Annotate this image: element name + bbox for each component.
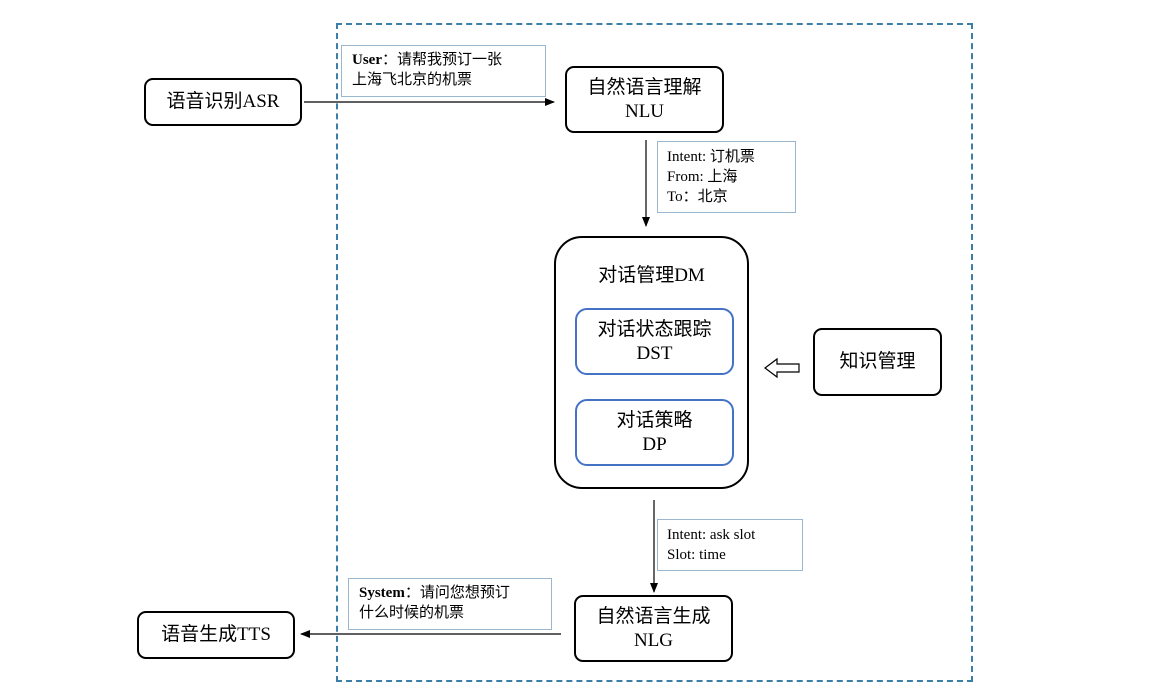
nlu-box: 自然语言理解 NLU (565, 66, 724, 133)
nlu-output-note: Intent: 订机票 From: 上海 To：北京 (657, 141, 796, 213)
tts-label: 语音生成TTS (161, 624, 271, 645)
dm-output-slot: Slot: time (667, 547, 726, 563)
dm-box: 对话管理DM 对话状态跟踪 DST 对话策略 DP (554, 236, 749, 489)
dm-title: 对话管理DM (598, 265, 705, 286)
nlg-box: 自然语言生成 NLG (574, 595, 733, 662)
dp-box: 对话策略 DP (575, 399, 734, 466)
nlu-label-cn: 自然语言理解 (587, 76, 702, 98)
nlg-label-en: NLG (633, 629, 674, 651)
nlu-label-en: NLU (624, 100, 665, 122)
dp-label-cn: 对话策略 (616, 409, 693, 431)
asr-label: 语音识别ASR (166, 91, 280, 112)
asr-box: 语音识别ASR (144, 78, 302, 126)
nlu-output-from: From: 上海 (667, 169, 738, 185)
system-utterance-line1: ：请问您想预订 (404, 585, 510, 601)
knowledge-box: 知识管理 (813, 328, 942, 396)
nlu-output-intent: Intent: 订机票 (667, 149, 755, 165)
system-utterance-note: System：请问您想预订 什么时候的机票 (348, 578, 552, 630)
system-utterance-line2: 什么时候的机票 (359, 605, 465, 621)
nlu-output-to: To：北京 (667, 189, 728, 205)
nlg-label-cn: 自然语言生成 (596, 605, 711, 627)
user-utterance-line1: ：请帮我预订一张 (382, 52, 503, 68)
user-utterance-line2: 上海飞北京的机票 (352, 72, 473, 88)
dst-box: 对话状态跟踪 DST (575, 308, 734, 375)
system-boundary (336, 23, 973, 682)
user-speaker: User (352, 52, 382, 68)
knowledge-label: 知识管理 (839, 351, 916, 372)
user-utterance-note: User：请帮我预订一张 上海飞北京的机票 (341, 45, 546, 97)
dm-output-intent: Intent: ask slot (667, 527, 756, 543)
dm-output-note: Intent: ask slot Slot: time (657, 519, 803, 571)
dst-label-en: DST (636, 342, 673, 364)
system-speaker: System (359, 585, 405, 601)
dst-label-cn: 对话状态跟踪 (597, 318, 712, 340)
hollow-arrow-knowledge-to-dm (764, 357, 800, 379)
dp-label-en: DP (642, 433, 667, 455)
tts-box: 语音生成TTS (137, 611, 295, 659)
